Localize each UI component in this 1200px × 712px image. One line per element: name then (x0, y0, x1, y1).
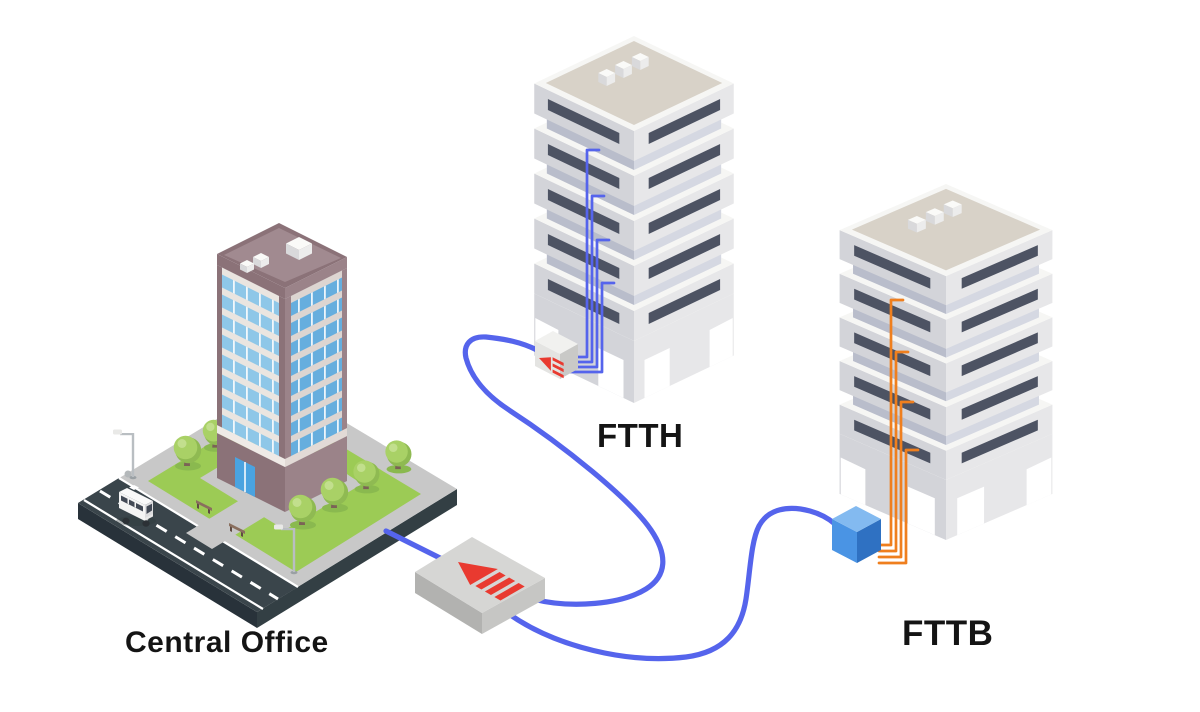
rooftop-ac-units (240, 237, 312, 273)
splitter-box (415, 537, 545, 634)
tree (320, 477, 349, 513)
window-rows (222, 274, 342, 457)
central-office-block (78, 223, 457, 628)
fttb-label: FTTB (902, 614, 994, 653)
ftth-label: FTTH (597, 417, 684, 454)
tree (288, 494, 317, 530)
street-lamp (113, 429, 137, 480)
fttb-tower (839, 184, 1053, 540)
fttb-riser-cables (877, 298, 920, 565)
entrance-door (235, 457, 255, 497)
cable-splitter-to-ftth (462, 334, 666, 607)
tree (385, 440, 412, 474)
fttb-building (839, 184, 1053, 565)
manhole-cover (124, 470, 132, 478)
office-tower (217, 223, 347, 512)
footpath (186, 500, 266, 549)
left-arrow-icon (539, 357, 564, 379)
tree (173, 435, 202, 471)
cable-central-office-to-splitter (383, 528, 449, 564)
cable-splitter-to-fttb (506, 505, 838, 662)
delivery-van (116, 485, 156, 527)
central-office-label: Central Office (125, 626, 329, 659)
fttb-terminal-box (832, 506, 881, 563)
splitter-arrow-icon (458, 562, 525, 601)
ftth-wall-box (535, 331, 578, 379)
tree (353, 460, 380, 494)
